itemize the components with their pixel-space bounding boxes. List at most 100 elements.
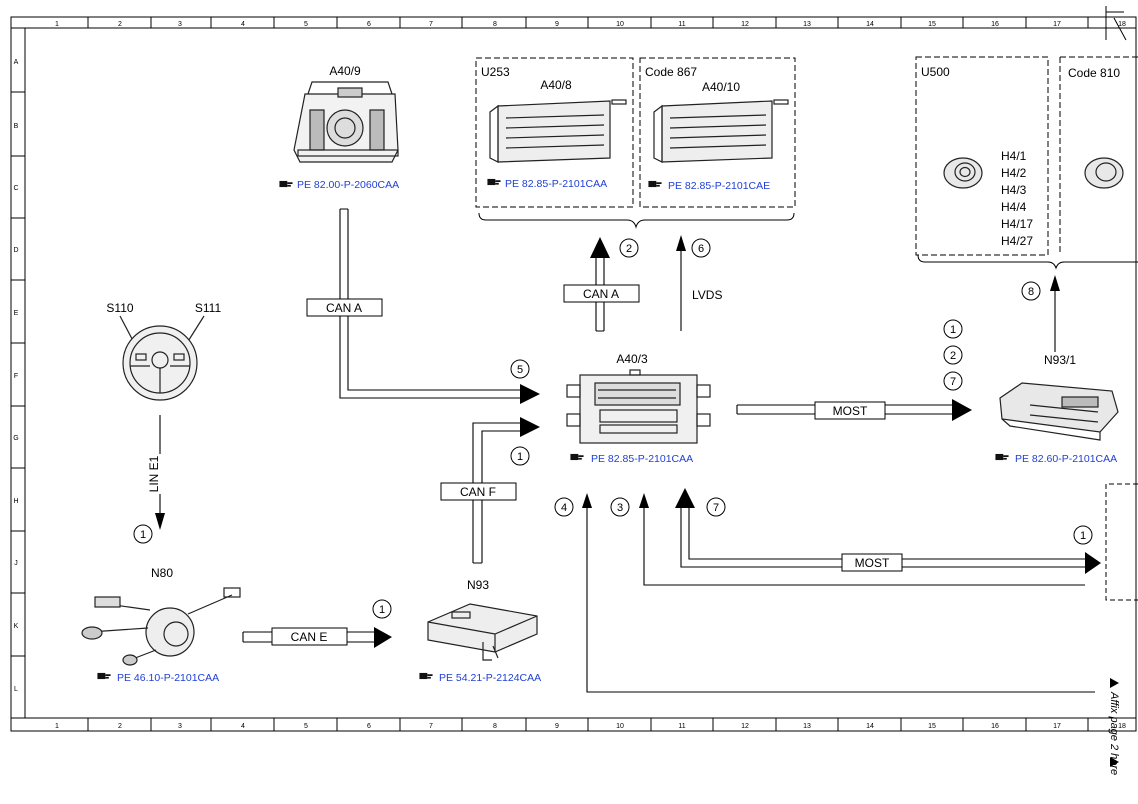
grid-row-label: L	[14, 686, 18, 693]
a40-8-label: A40/8	[540, 78, 572, 92]
grid-column-label: 1	[55, 21, 59, 28]
steering-column-module-drawing	[81, 587, 241, 666]
grid-column-label: 6	[367, 723, 371, 730]
n80-component[interactable]: N80 PE 46.10-P-2101CAA	[81, 566, 241, 684]
a40-9-ref-text[interactable]: PE 82.00-P-2060CAA	[297, 179, 399, 191]
a40-10-component[interactable]: A40/10 PE 82.85-P-2101CAE	[648, 80, 789, 192]
grid-column-label: 4	[241, 723, 245, 730]
most-label-right: MOST	[833, 404, 868, 418]
grid-column-label: 12	[741, 21, 749, 28]
lin-e1-label: LIN E1	[147, 455, 161, 492]
can-f-label: CAN F	[460, 485, 496, 499]
diagram-frame	[10, 16, 1137, 732]
a40-10-label: A40/10	[702, 80, 740, 94]
a40-8-component[interactable]: A40/8 PE 82.85-P-2101CAA	[487, 78, 627, 190]
callout-marker: 7	[706, 497, 726, 517]
grid-column-label: 17	[1053, 723, 1061, 730]
grid-row-label: C	[13, 185, 18, 192]
bus-labels: CAN A CAN A LVDS MOST CAN F CAN E MOST L…	[145, 284, 903, 646]
speaker-drawing	[943, 157, 1124, 189]
n93-ref-text[interactable]: PE 54.21-P-2124CAA	[439, 672, 541, 684]
a40-8-ref-text[interactable]: PE 82.85-P-2101CAA	[505, 178, 607, 190]
document-reference-icon	[487, 178, 501, 186]
grid-row-label: K	[14, 623, 19, 630]
grid-column-label: 13	[803, 21, 811, 28]
grid-column-label: 15	[928, 21, 936, 28]
callout-number: 1	[950, 324, 956, 336]
grid-column-label: 1	[55, 723, 59, 730]
grid-column-label: 11	[678, 21, 685, 28]
can-a-label-up: CAN A	[583, 287, 619, 301]
document-reference-icon	[648, 180, 662, 188]
callout-number: 1	[140, 529, 146, 541]
lvds-label: LVDS	[692, 288, 722, 302]
grid-column-label: 4	[241, 21, 245, 28]
a40-3-component[interactable]: A40/3 PE 82.85-P-2101CAA	[566, 352, 711, 465]
a40-3-ref-text[interactable]: PE 82.85-P-2101CAA	[591, 453, 693, 465]
affix-note: Affix page 2 here	[1108, 691, 1120, 775]
callout-marker: 6	[691, 238, 711, 258]
bus-lines	[159, 208, 1095, 693]
grid-column-label: 10	[616, 723, 624, 730]
grid-column-label: 9	[555, 723, 559, 730]
grid-column-label: 9	[555, 21, 559, 28]
n93-reference: PE 54.21-P-2124CAA	[419, 672, 541, 684]
n93-1-ref-text[interactable]: PE 82.60-P-2101CAA	[1015, 453, 1117, 465]
a40-9-component[interactable]: A40/9 PE 82.00-P-2060CAA	[279, 64, 399, 191]
document-reference-icon	[995, 453, 1009, 461]
display-drawing	[653, 99, 789, 163]
n93-component[interactable]: N93 PE 54.21-P-2124CAA	[419, 578, 541, 684]
callout-number: 1	[517, 451, 523, 463]
speaker-label: H4/4	[1001, 200, 1027, 214]
n93-1-component[interactable]: N93/1 PE 82.60-P-2101CAA	[995, 353, 1119, 465]
callout-marker: 1	[1073, 525, 1093, 545]
callout-number: 7	[950, 376, 956, 388]
callout-number: 2	[950, 350, 956, 362]
module-drawing	[999, 382, 1119, 441]
code-810-label: Code 810	[1068, 66, 1120, 80]
most-label-lower: MOST	[855, 556, 890, 570]
grid-column-label: 7	[429, 723, 433, 730]
n93-label: N93	[467, 578, 489, 592]
arrowheads	[155, 235, 1101, 648]
speaker-label: H4/17	[1001, 217, 1033, 231]
page-note: Affix page 2 here	[1105, 6, 1127, 775]
document-reference-icon	[419, 672, 433, 680]
document-reference-icon	[279, 180, 293, 188]
continuation-box	[1105, 483, 1138, 601]
callout-marker: 4	[554, 497, 574, 517]
grid-row-label: D	[13, 247, 18, 254]
grid-column-label: 8	[493, 21, 497, 28]
callout-marker: 2	[943, 345, 963, 365]
a40-9-label: A40/9	[329, 64, 361, 78]
callout-marker: 1	[943, 319, 963, 339]
callout-marker: 1	[133, 524, 153, 544]
grid-column-label: 14	[866, 21, 874, 28]
n80-label: N80	[151, 566, 173, 580]
s111-label: S111	[195, 301, 222, 315]
callout-number: 8	[1028, 286, 1034, 298]
grid-column-label: 2	[118, 723, 122, 730]
document-reference-icon	[97, 672, 111, 680]
code-867-label: Code 867	[645, 65, 697, 79]
a40-8-reference: PE 82.85-P-2101CAA	[487, 178, 607, 190]
n80-reference: PE 46.10-P-2101CAA	[97, 672, 219, 684]
callout-marker: 2	[619, 238, 639, 258]
display-group: U253 Code 867	[475, 57, 796, 229]
document-reference-icon	[570, 453, 584, 461]
a40-10-ref-text[interactable]: PE 82.85-P-2101CAE	[668, 180, 770, 192]
steering-wheel-component[interactable]: S110 S111	[106, 301, 222, 401]
grid-column-label: 3	[178, 21, 182, 28]
callout-marker: 7	[943, 371, 963, 391]
a40-9-reference: PE 82.00-P-2060CAA	[279, 179, 399, 191]
a40-3-label: A40/3	[616, 352, 648, 366]
head-unit-drawing	[566, 369, 711, 444]
grid-column-label: 13	[803, 723, 811, 730]
n80-ref-text[interactable]: PE 46.10-P-2101CAA	[117, 672, 219, 684]
can-a-label-left: CAN A	[326, 301, 362, 315]
speaker-label: H4/27	[1001, 234, 1033, 248]
